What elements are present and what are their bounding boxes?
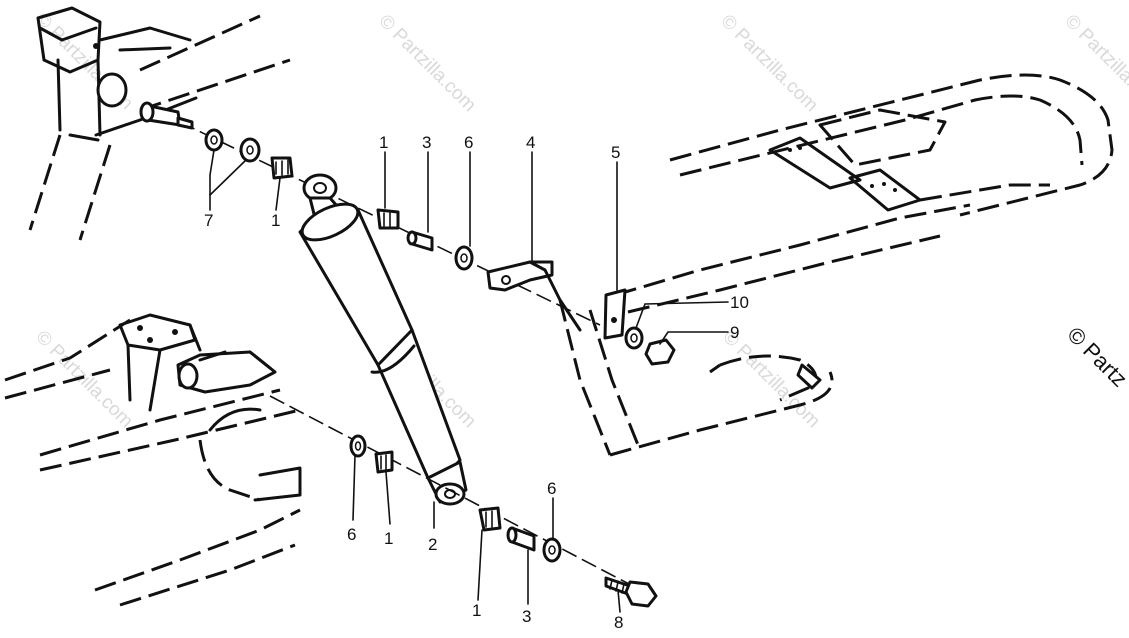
callout-label: 8 xyxy=(614,613,623,632)
callout-label: 6 xyxy=(547,479,556,498)
callout-label: 1 xyxy=(271,211,280,230)
callout-label: 3 xyxy=(522,607,531,626)
leader-lines xyxy=(209,149,729,613)
callout-label: 6 xyxy=(464,133,473,152)
shock-absorber xyxy=(298,173,468,506)
callout-label: 2 xyxy=(428,535,437,554)
callout-label: 3 xyxy=(422,133,431,152)
callout-label: 1 xyxy=(472,601,481,620)
watermark: © Partzilla.com xyxy=(374,11,479,116)
rear-carrier-rack xyxy=(558,73,1114,457)
callout-label: 4 xyxy=(526,133,535,152)
edge-watermark: © Partz xyxy=(1062,322,1129,392)
lower-shock-hardware xyxy=(269,395,658,608)
upper-frame-bracket xyxy=(28,6,291,241)
callout-label: 1 xyxy=(384,529,393,548)
callout-label: 1 xyxy=(379,133,388,152)
watermark: © Partzilla.com xyxy=(31,327,136,432)
swing-arm-bracket xyxy=(4,313,302,607)
callout-label: 7 xyxy=(204,211,213,230)
callout-label: 10 xyxy=(730,293,749,312)
watermark: © Partzilla.com xyxy=(716,11,821,116)
callout-label: 5 xyxy=(611,143,620,162)
upper-shock-hardware xyxy=(376,208,676,366)
callout-labels: 1 3 6 4 5 7 1 10 9 6 1 2 6 1 3 8 xyxy=(204,133,749,632)
callout-label: 9 xyxy=(730,323,739,342)
callout-label: 6 xyxy=(347,525,356,544)
